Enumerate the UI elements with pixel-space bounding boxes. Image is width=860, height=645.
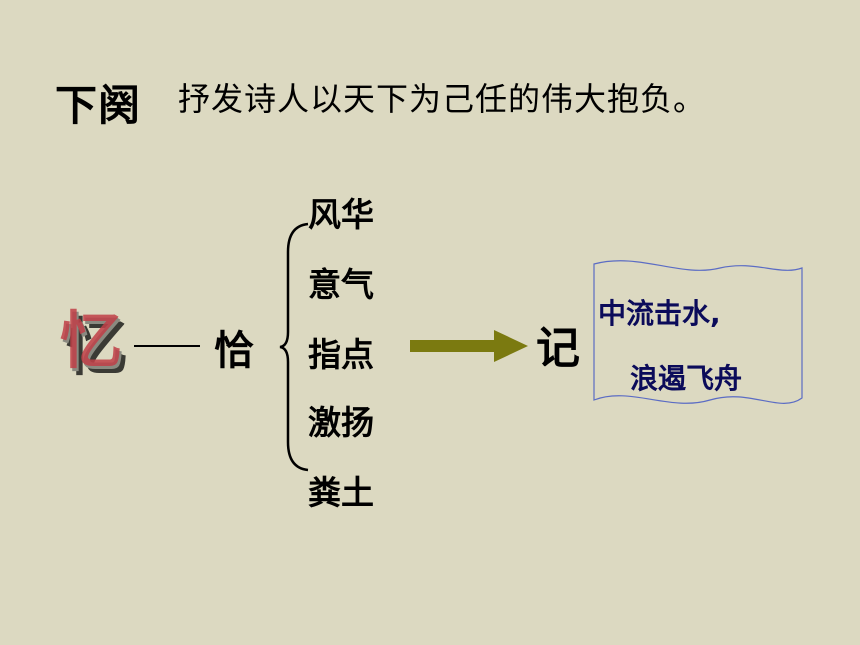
connector-dash bbox=[134, 345, 200, 349]
left-brace bbox=[279, 222, 309, 472]
item-fenghua: 风华 bbox=[308, 195, 374, 234]
item-jiyang: 激扬 bbox=[308, 403, 374, 442]
svg-text:忆: 忆 bbox=[66, 311, 128, 384]
quote-scroll-frame bbox=[593, 260, 803, 404]
qia-character: 恰 bbox=[214, 328, 254, 374]
item-zhidian: 指点 bbox=[308, 335, 374, 374]
ji-character: 记 bbox=[536, 323, 580, 374]
yi-character-text: 忆 bbox=[60, 305, 122, 377]
yi-3d-character: 忆 忆 忆 bbox=[60, 305, 128, 384]
quote-line-2: 浪遏飞舟 bbox=[630, 362, 743, 395]
slide-subtitle: 抒发诗人以天下为己任的伟大抱负。 bbox=[178, 80, 707, 118]
slide-heading: 下阕 bbox=[55, 81, 142, 130]
quote-line-1: 中流击水, bbox=[598, 297, 721, 330]
item-yiqi: 意气 bbox=[308, 265, 374, 304]
item-fentu: 粪土 bbox=[308, 473, 374, 512]
right-arrow bbox=[410, 330, 528, 362]
svg-text:忆: 忆 bbox=[62, 307, 124, 380]
